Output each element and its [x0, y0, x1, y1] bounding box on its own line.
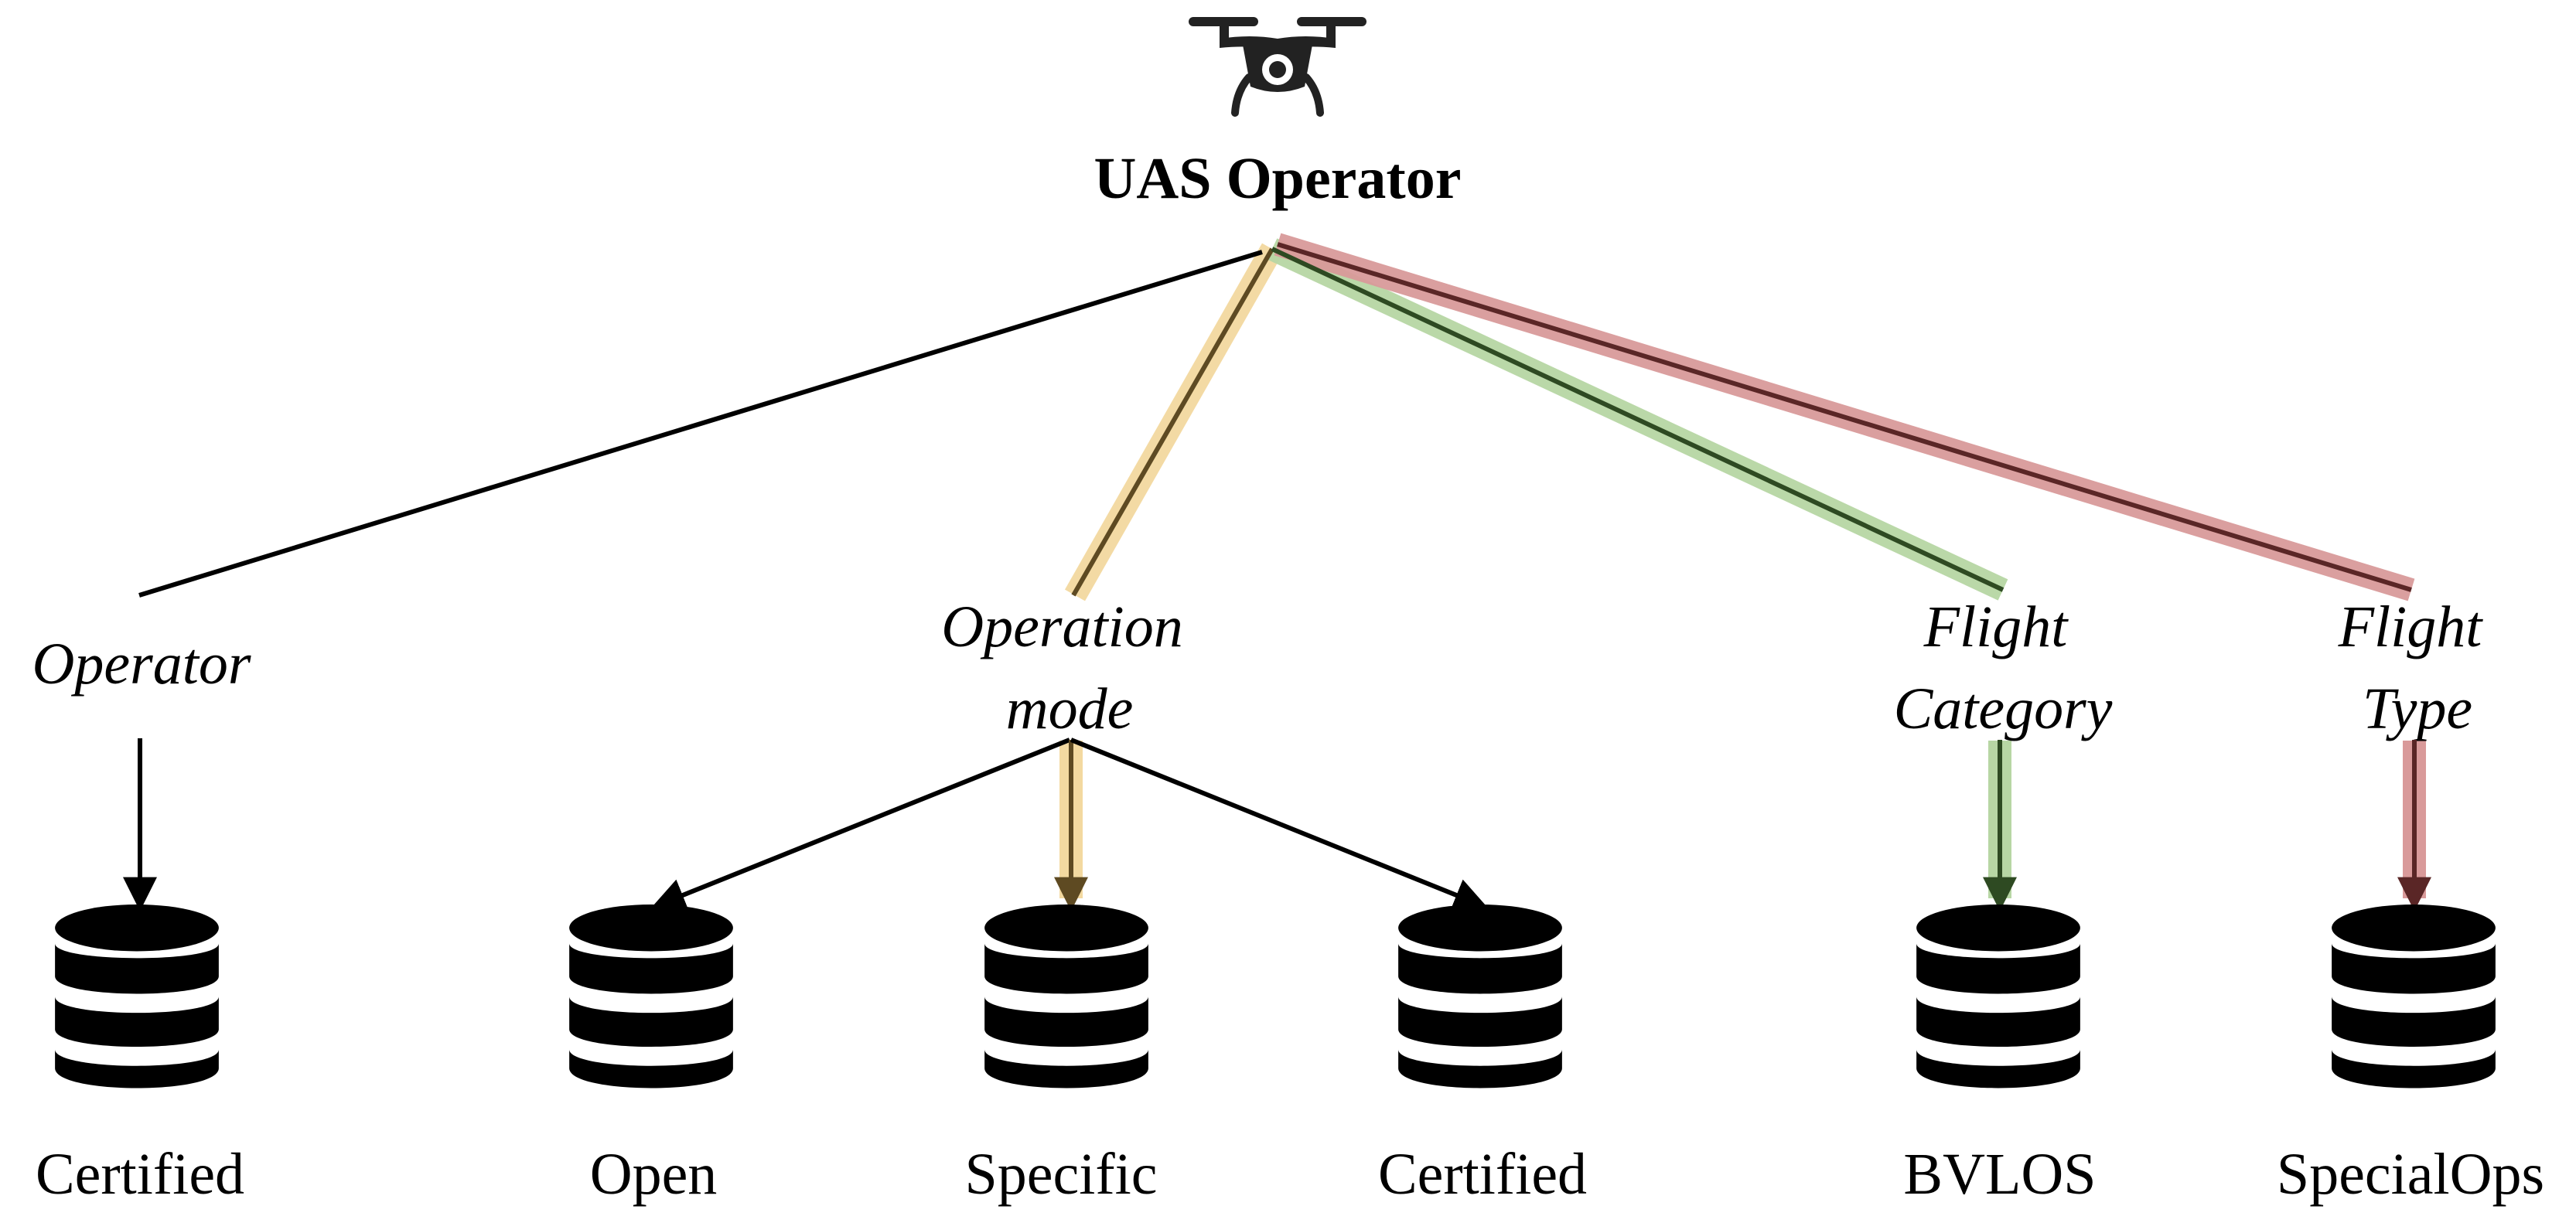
value-open-label: Open — [590, 1142, 718, 1207]
highlight-bands — [1059, 233, 2426, 898]
attribute-operator-label: Operator — [32, 632, 251, 697]
value-specialops-label: SpecialOps — [2277, 1142, 2544, 1207]
attribute-operation-mode-label: Operation mode — [941, 594, 1197, 741]
attribute-flight-category-label: Flight Category — [1894, 594, 2113, 741]
drone-icon — [1189, 17, 1366, 117]
database-icon — [984, 904, 1148, 1088]
database-icon — [55, 904, 219, 1088]
edge-root-flight-category — [1271, 247, 2005, 592]
attribute-flight-type-label: Flight Type — [2338, 594, 2497, 741]
arrow-mode-open — [650, 738, 1071, 911]
root-title: UAS Operator — [1094, 146, 1462, 211]
value-bvlos-label: BVLOS — [1903, 1142, 2096, 1207]
database-icon — [1398, 904, 1562, 1088]
edge-root-operator — [138, 250, 1263, 598]
database-icon — [1916, 904, 2080, 1088]
root-edges — [138, 242, 2412, 598]
value-specific-label: Specific — [964, 1142, 1157, 1207]
database-icon — [569, 904, 733, 1088]
arrow-mode-certified — [1070, 738, 1489, 911]
value-arrows — [123, 738, 2431, 911]
value-mode-certified-label: Certified — [1378, 1142, 1587, 1207]
edge-root-flight-type — [1277, 242, 2412, 592]
database-icon — [2332, 904, 2496, 1088]
value-operator-certified-label: Certified — [36, 1142, 244, 1207]
edge-root-operation-mode — [1071, 247, 1274, 597]
